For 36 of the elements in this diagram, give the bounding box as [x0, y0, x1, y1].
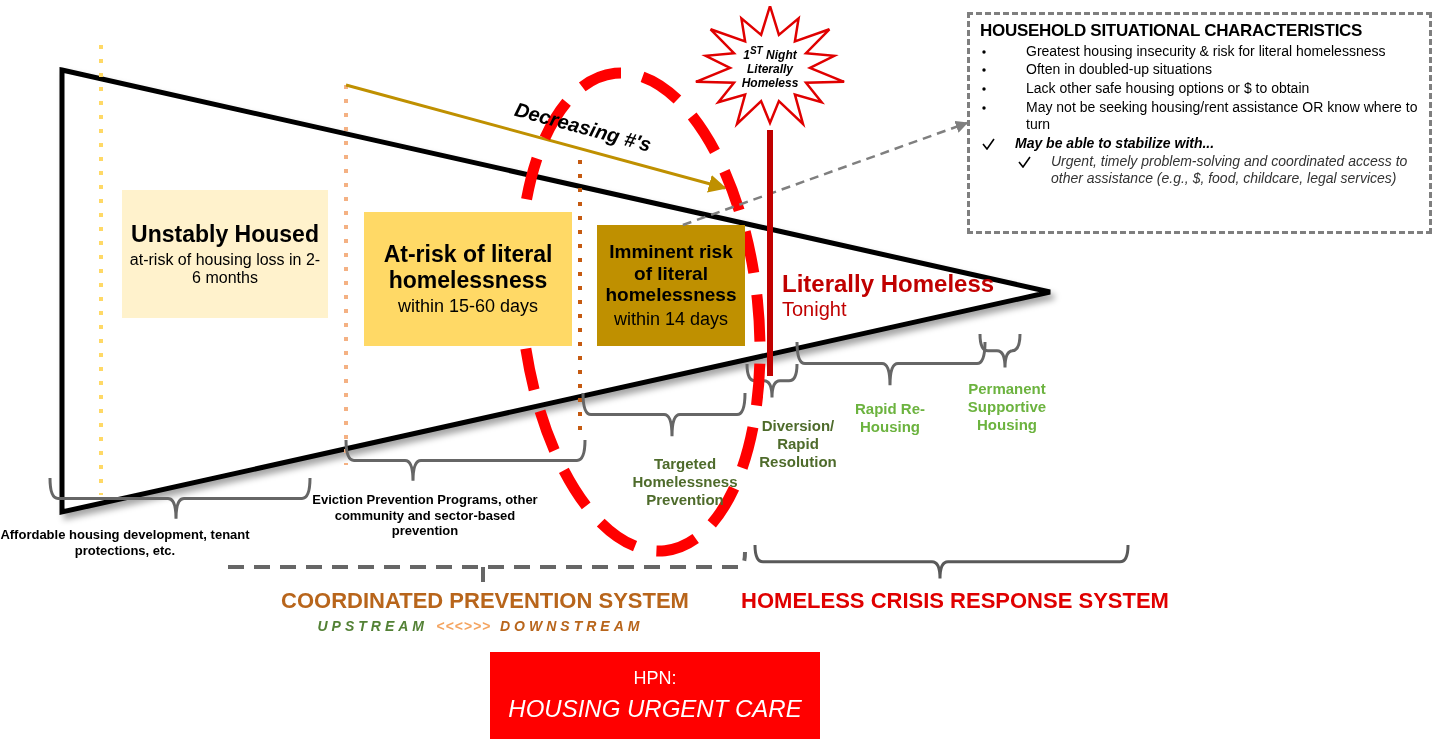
connector-line — [767, 130, 773, 376]
program-label: Rapid Re-Housing — [854, 400, 926, 436]
program-label: Eviction Prevention Programs, other community and sector-based prevention — [311, 492, 539, 539]
stage-subtitle: Tonight — [782, 297, 847, 321]
stage-box — [364, 212, 572, 346]
bullet-text: May not be seeking housing/rent assistance OR know where to turn — [1026, 98, 1419, 133]
callout-title: HOUSING URGENT CARE — [508, 695, 802, 723]
stage-subtitle: within 14 days — [612, 309, 730, 331]
system-title: HOMELESS CRISIS RESPONSE SYSTEM — [740, 588, 1170, 615]
stage-title: Literally Homeless — [782, 270, 995, 298]
dashed-arrow — [682, 120, 969, 227]
program-label: Targeted Homelessness Prevention — [631, 455, 739, 509]
stage-subtitle: within 15-60 days — [396, 296, 540, 318]
program-label: Affordable housing development, tenant protections, etc. — [0, 527, 250, 559]
direction-label: UPSTREAM — [316, 618, 428, 635]
stage-box — [122, 190, 328, 318]
program-label: Permanent Supportive Housing — [966, 380, 1048, 434]
callout-heading: HPN: — [633, 668, 677, 689]
stage-title: At-risk of literal homelessness — [382, 240, 554, 294]
stage-title: Unstably Housed — [130, 221, 320, 248]
direction-label: <<<>>> — [435, 618, 493, 635]
bullet-text: Often in doubled-up situations — [1026, 61, 1212, 79]
info-panel — [967, 12, 1432, 234]
stage-subtitle: at-risk of housing loss in 2-6 months — [128, 250, 322, 287]
panel-heading: HOUSEHOLD SITUATIONAL CHARACTERISTICS — [980, 21, 1364, 41]
check-text: May be able to stabilize with... — [1015, 134, 1215, 152]
callout-box — [490, 652, 820, 739]
stage-title: Imminent risk of literal homelessness — [604, 240, 738, 307]
stage-box — [597, 225, 745, 346]
program-label: Diversion/ Rapid Resolution — [758, 417, 838, 471]
bullet-text: Lack other safe housing options or $ to obtain — [1026, 80, 1310, 97]
starburst-text: 1$^{ST}$ Night Literally Homeless — [740, 45, 800, 91]
system-title: COORDINATED PREVENTION SYSTEM — [280, 588, 690, 615]
direction-label: DOWNSTREAM — [500, 618, 645, 635]
check-text: Urgent, timely problem-solving and coordinated access to other assistance (e.g., $, food, childcare, legal services) — [1051, 153, 1409, 187]
bullet-text: Greatest housing insecurity & risk for literal homelessness — [1026, 42, 1386, 60]
